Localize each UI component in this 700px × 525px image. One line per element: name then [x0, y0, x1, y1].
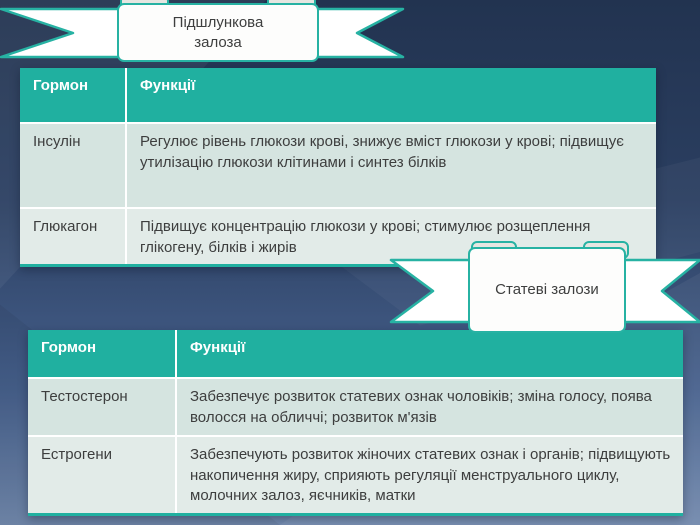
table-header-row: Гормон Функції	[20, 68, 656, 122]
hormone-cell: Тестостерон	[41, 388, 128, 405]
hormone-cell: Глюкагон	[33, 218, 98, 235]
sex-glands-table: Гормон Функції Тестостерон Забезпечує ро…	[28, 330, 683, 517]
function-header-cell: Функції	[175, 330, 683, 377]
table-header-row: Гормон Функції	[28, 330, 683, 377]
function-cell: Забезпечують розвиток жіночих статевих о…	[175, 437, 683, 514]
table-row: Інсулін Регулює рівень глюкози крові, зн…	[20, 122, 656, 207]
hormone-header-cell: Гормон	[41, 339, 97, 356]
hormone-cell: Естрогени	[41, 446, 113, 463]
hormone-header-cell: Гормон	[33, 77, 89, 94]
banner-title-line: залоза	[194, 33, 242, 51]
function-cell: Регулює рівень глюкози крові, знижує вмі…	[125, 124, 656, 207]
function-header-cell: Функції	[125, 68, 656, 122]
table-row: Тестостерон Забезпечує розвиток статевих…	[28, 377, 683, 435]
table-row: Естрогени Забезпечують розвиток жіночих …	[28, 435, 683, 514]
pancreas-table: Гормон Функції Інсулін Регулює рівень гл…	[20, 68, 656, 268]
function-cell: Підвищує концентрацію глюкози у крові; с…	[125, 209, 656, 265]
hormone-cell: Інсулін	[33, 133, 81, 150]
function-cell: Забезпечує розвиток статевих ознак чолов…	[175, 379, 683, 435]
banner-pancreas-title: Підшлункова залоза	[117, 3, 319, 62]
banner-sex-glands-title: Статеві залози	[468, 247, 626, 333]
banner-title-line: Статеві залози	[495, 281, 599, 299]
banner-title-line: Підшлункова	[172, 14, 264, 31]
